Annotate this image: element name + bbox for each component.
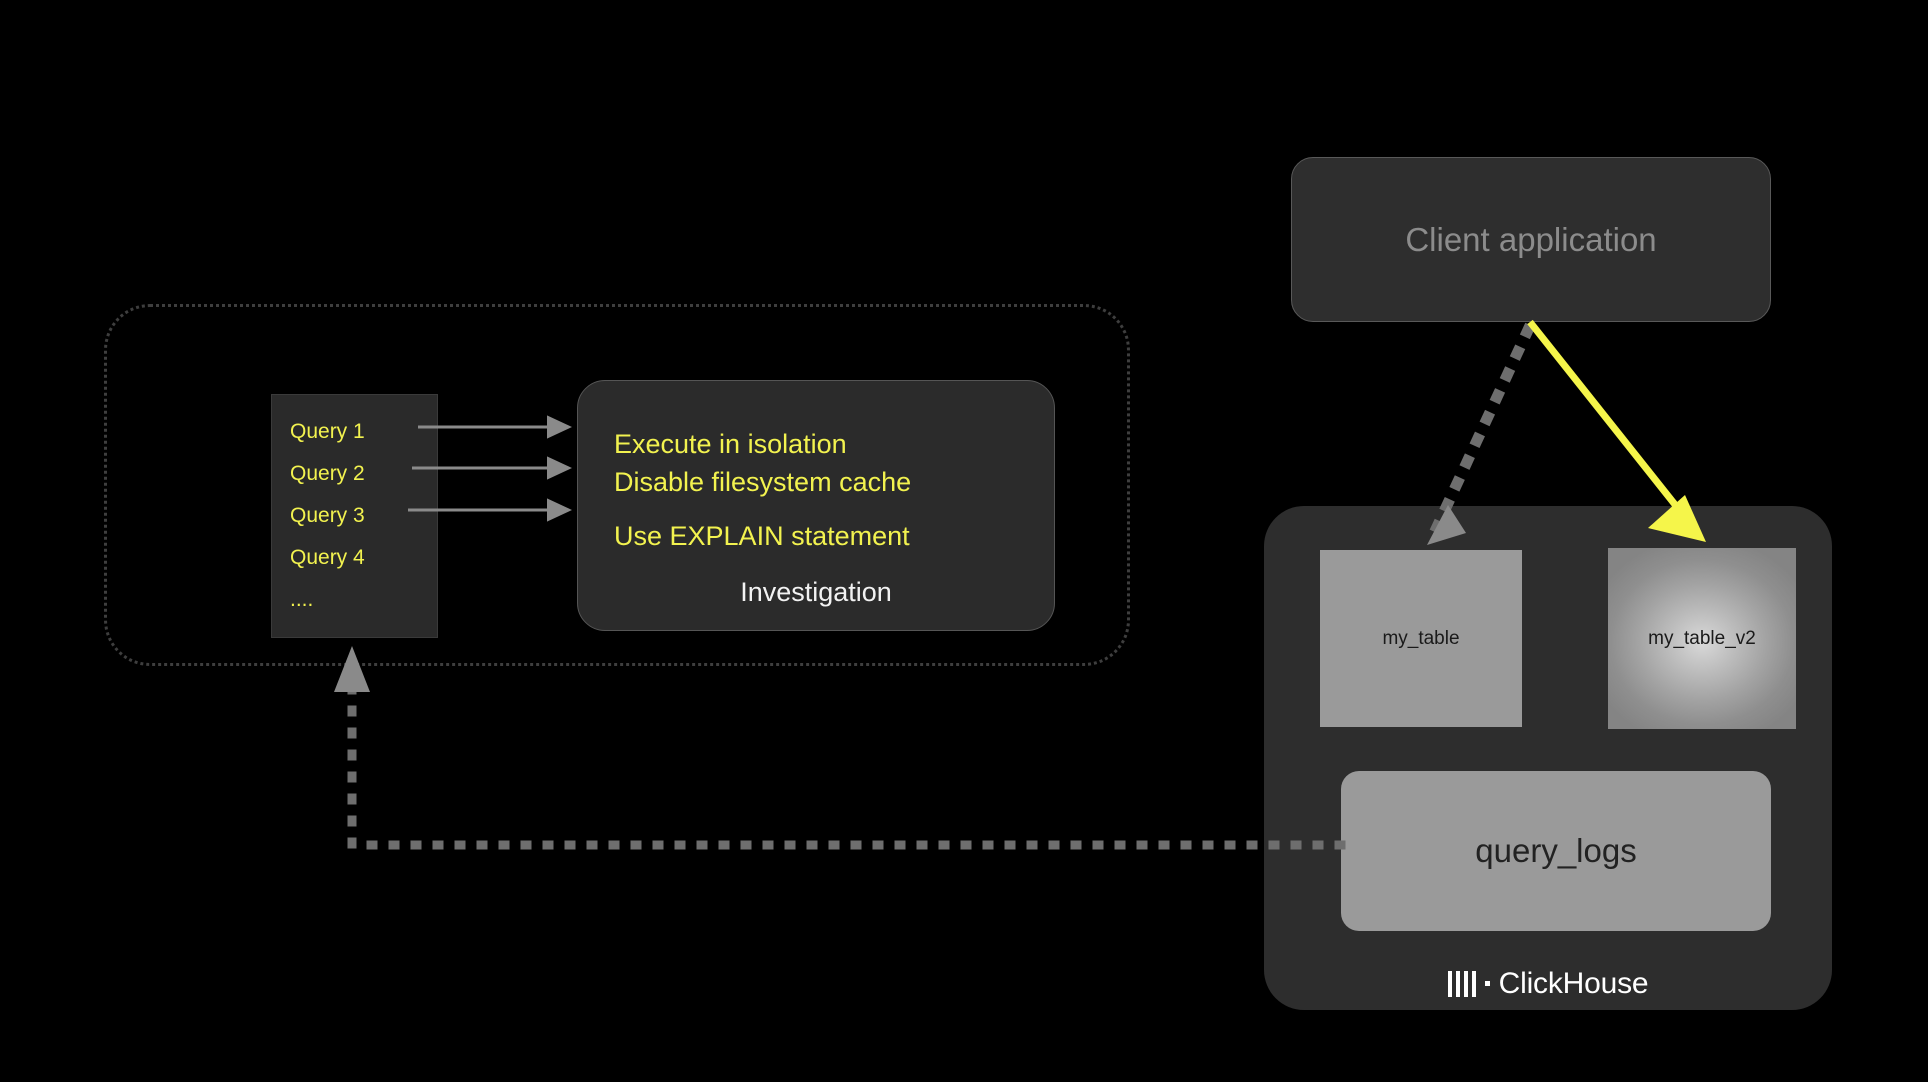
table-my-table[interactable]: my_table <box>1320 550 1522 727</box>
table-my-table-v2[interactable]: my_table_v2 <box>1608 548 1796 729</box>
table-query-logs-label: query_logs <box>1475 832 1637 869</box>
query-list-item[interactable]: Query 3 <box>290 504 365 527</box>
investigation-tips-list: Execute in isolation Disable filesystem … <box>614 425 1034 555</box>
investigation-tip: Use EXPLAIN statement <box>614 521 910 551</box>
client-application-box: Client application <box>1291 157 1771 322</box>
investigation-tip: Disable filesystem cache <box>614 467 912 497</box>
investigation-card: Execute in isolation Disable filesystem … <box>577 380 1055 631</box>
clickhouse-dot-icon <box>1484 980 1490 986</box>
investigation-tip: Execute in isolation <box>614 429 847 459</box>
investigation-caption: Investigation <box>740 577 892 607</box>
query-list-item[interactable]: Query 1 <box>290 420 365 443</box>
investigation-workflow-container <box>104 304 1130 666</box>
table-my-table-v2-label: my_table_v2 <box>1648 627 1756 649</box>
clickhouse-wordmark: ClickHouse <box>1264 962 1832 1006</box>
client-application-label: Client application <box>1405 220 1657 258</box>
clickhouse-brand-label: ClickHouse <box>1498 967 1649 1000</box>
clickhouse-bars-icon <box>1447 971 1476 997</box>
query-list-item[interactable]: Query 4 <box>290 546 365 569</box>
table-my-table-label: my_table <box>1382 627 1460 649</box>
connector-query-logs-to-query-panel <box>334 646 1346 850</box>
query-list-panel: Query 1 Query 2 Query 3 Query 4 .... <box>271 394 438 638</box>
query-list-item[interactable]: Query 2 <box>290 462 365 485</box>
table-query-logs[interactable]: query_logs <box>1341 771 1771 931</box>
query-list-item-ellipsis: .... <box>290 588 314 611</box>
